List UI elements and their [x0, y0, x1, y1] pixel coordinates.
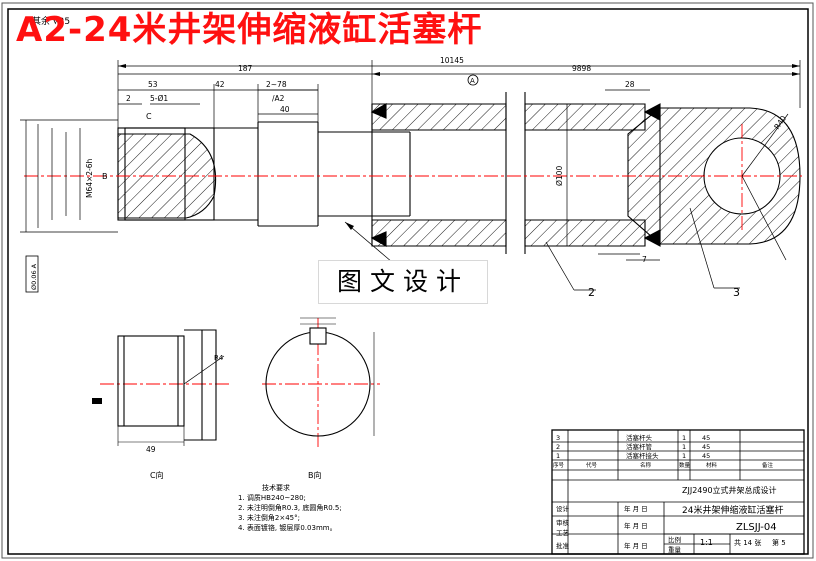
svg-text:审核: 审核: [556, 518, 570, 527]
default-roughness: 其余 √25: [32, 15, 70, 27]
svg-text:年 月 日: 年 月 日: [624, 521, 648, 530]
svg-text:10145: 10145: [440, 56, 464, 65]
svg-text:设计: 设计: [556, 504, 570, 513]
svg-text:活塞杆管: 活塞杆管: [626, 442, 653, 451]
svg-text:数量: 数量: [679, 461, 691, 469]
svg-text:3: 3: [733, 286, 740, 299]
svg-text:M64×2-6h: M64×2-6h: [85, 158, 94, 198]
view-c-label: C向: [150, 470, 164, 480]
svg-text:45: 45: [702, 434, 710, 442]
svg-text:9898: 9898: [572, 64, 591, 73]
svg-text:3. 未注倒角2×45°;: 3. 未注倒角2×45°;: [238, 513, 300, 522]
dimension-lines: [20, 60, 801, 291]
svg-text:1: 1: [682, 452, 686, 460]
arrowheads: [118, 64, 800, 230]
svg-text:45: 45: [702, 452, 710, 460]
svg-text:序号: 序号: [553, 461, 565, 469]
svg-text:40: 40: [280, 105, 290, 114]
title-block: [551, 429, 805, 555]
roughness-mark-c: [92, 398, 102, 404]
svg-text:共 14 张: 共 14 张: [734, 538, 761, 547]
tolerance-frame: [25, 255, 39, 293]
svg-text:代号: 代号: [586, 461, 598, 469]
svg-text:技术要求: 技术要求: [262, 483, 290, 492]
watermark: 图文设计: [318, 260, 488, 304]
svg-text:3: 3: [556, 434, 560, 442]
svg-text:1: 1: [556, 452, 560, 460]
svg-text:28: 28: [625, 80, 635, 89]
svg-text:1:1: 1:1: [700, 538, 713, 547]
svg-text:第 5: 第 5: [772, 538, 786, 547]
tube-lower-wall: [371, 219, 507, 247]
svg-text:2. 未注明倒角R0.3, 底圆角R0.5;: 2. 未注明倒角R0.3, 底圆角R0.5;: [238, 503, 342, 512]
svg-text:B: B: [102, 172, 108, 181]
svg-text:1: 1: [682, 443, 686, 451]
technical-requirements: 技术要求 1. 调质HB240~280; 2. 未注明倒角R0.3, 底圆角R0…: [238, 483, 342, 532]
svg-text:批准: 批准: [556, 541, 570, 550]
svg-text:45: 45: [702, 443, 710, 451]
svg-text:名称: 名称: [640, 461, 652, 469]
view-c-drawing: [117, 329, 225, 446]
view-labels: C B A 2 3: [102, 74, 740, 299]
title-block-texts: 3 活塞杆头 1 45 2 活塞杆管 1 45 1 活塞杆接头 1 45 序号 …: [553, 433, 786, 554]
svg-text:2: 2: [588, 286, 595, 299]
svg-text:2: 2: [556, 443, 560, 451]
svg-text:1. 调质HB240~280;: 1. 调质HB240~280;: [238, 493, 306, 502]
svg-text:工艺: 工艺: [556, 529, 570, 537]
svg-text:/A2: /A2: [272, 94, 285, 103]
svg-text:Ø100: Ø100: [555, 166, 564, 186]
svg-text:42: 42: [215, 80, 225, 89]
svg-text:比例: 比例: [668, 535, 681, 544]
svg-text:重量: 重量: [668, 546, 682, 554]
svg-text:ZJJ2490立式井架总成设计: ZJJ2490立式井架总成设计: [682, 485, 777, 495]
svg-text:备注: 备注: [762, 461, 774, 469]
main-view: [117, 92, 801, 254]
svg-text:活塞杆接头: 活塞杆接头: [626, 451, 659, 460]
dim-49: 49: [146, 445, 156, 454]
tube-upper-wall: [371, 103, 507, 131]
view-b-label: B向: [308, 470, 322, 480]
dim-r4: R4: [214, 354, 224, 362]
weld-mark: [370, 103, 387, 119]
datum-a-circle: [467, 74, 479, 86]
svg-text:5-Ø1: 5-Ø1: [150, 94, 168, 103]
centerlines: [24, 124, 802, 448]
svg-text:材料: 材料: [706, 461, 718, 469]
drawing-title-banner: A2-24米井架伸缩液缸活塞杆: [16, 10, 483, 50]
svg-text:活塞杆头: 活塞杆头: [626, 433, 653, 442]
inner-frame: [7, 8, 809, 555]
svg-text:年 月 日: 年 月 日: [624, 504, 648, 513]
svg-text:A: A: [470, 77, 475, 85]
svg-text:187: 187: [238, 64, 253, 73]
svg-text:C: C: [146, 112, 152, 121]
svg-text:年 月 日: 年 月 日: [624, 541, 648, 550]
svg-text:7: 7: [642, 255, 647, 264]
svg-text:1: 1: [682, 434, 686, 442]
tolerance-frame-text: Ø0.06 A: [30, 263, 38, 290]
svg-text:2: 2: [126, 94, 131, 103]
svg-text:53: 53: [148, 80, 158, 89]
svg-text:2~78: 2~78: [266, 80, 287, 89]
svg-text:4. 表面镀铬, 镀层厚0.03mm。: 4. 表面镀铬, 镀层厚0.03mm。: [238, 523, 337, 532]
svg-text:ZLSJJ-04: ZLSJJ-04: [736, 522, 777, 533]
view-b-drawing: [265, 317, 375, 437]
svg-text:24米井架伸缩液缸活塞杆: 24米井架伸缩液缸活塞杆: [682, 504, 783, 516]
